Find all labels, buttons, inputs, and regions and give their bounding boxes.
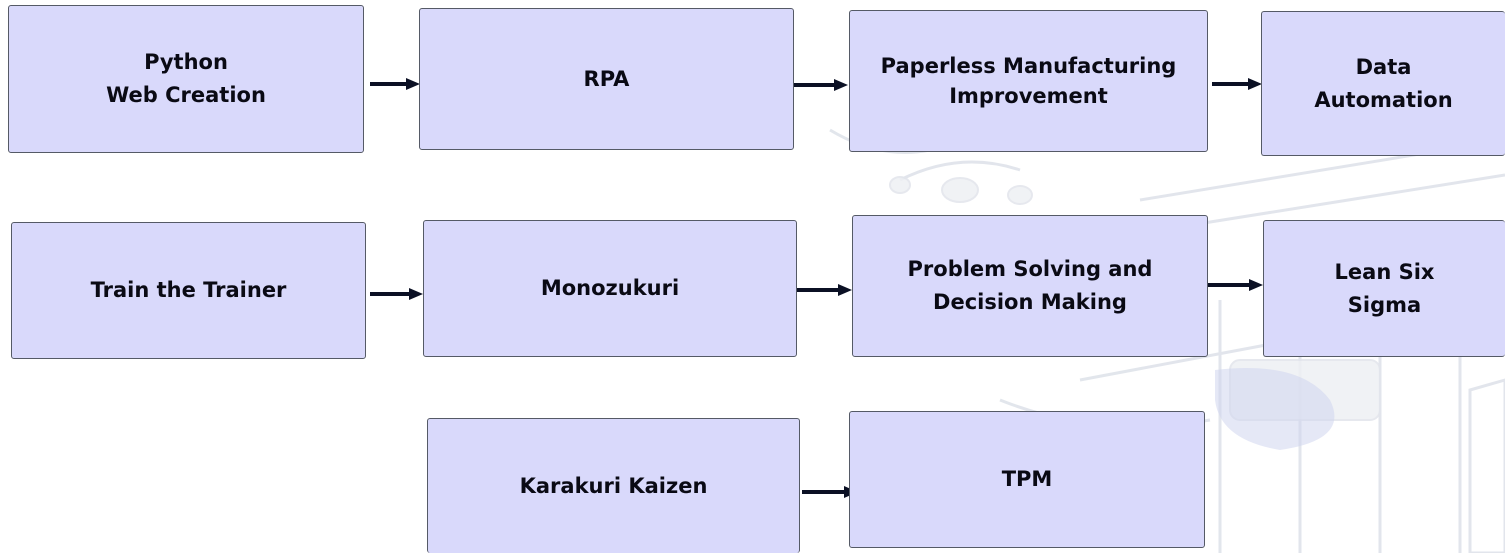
box-line: Monozukuri (540, 276, 680, 300)
arrow-right-icon (1208, 279, 1263, 291)
arrow-monozukuri-to-problem-solving (797, 282, 852, 298)
box-paperless-manufacturing-improvement: Paperless Manufacturing Improvement (849, 10, 1208, 152)
box-lean-six-sigma: Lean Six Sigma (1263, 220, 1505, 357)
arrow-right-icon (794, 79, 848, 91)
box-karakuri-kaizen: Karakuri Kaizen (427, 418, 800, 553)
box-line: Lean Six (1334, 259, 1435, 284)
box-line: Web Creation (106, 83, 266, 107)
arrow-python-to-rpa (370, 76, 420, 92)
arrow-right-icon (1212, 78, 1262, 90)
box-line: Decision Making (933, 290, 1127, 314)
arrow-right-icon (370, 288, 423, 300)
box-line: Sigma (1347, 292, 1422, 317)
arrow-trainer-to-monozukuri (370, 286, 423, 302)
arrow-problem-solving-to-lean (1208, 277, 1263, 293)
box-tpm: TPM (849, 411, 1205, 548)
arrow-rpa-to-paperless (794, 77, 848, 93)
arrow-right-icon (797, 284, 852, 296)
box-line: Improvement (949, 84, 1108, 108)
box-line: Automation (1314, 87, 1453, 112)
box-monozukuri: Monozukuri (423, 220, 797, 357)
box-line: RPA (583, 66, 630, 91)
box-line: Train the Trainer (90, 278, 287, 302)
box-train-the-trainer: Train the Trainer (11, 222, 366, 359)
box-problem-solving-decision-making: Problem Solving and Decision Making (852, 215, 1208, 357)
box-line: TPM (1001, 467, 1053, 491)
box-line: Data (1355, 54, 1412, 79)
box-rpa: RPA (419, 8, 794, 150)
box-line: Karakuri Kaizen (519, 473, 708, 498)
arrow-right-icon (370, 78, 420, 90)
box-line: Python (144, 50, 228, 74)
arrow-paperless-to-data (1212, 76, 1262, 92)
box-line: Paperless Manufacturing (880, 54, 1177, 78)
box-line: Problem Solving and (907, 257, 1153, 281)
box-python-web-creation: Python Web Creation (8, 5, 364, 153)
box-data-automation: Data Automation (1261, 11, 1505, 156)
